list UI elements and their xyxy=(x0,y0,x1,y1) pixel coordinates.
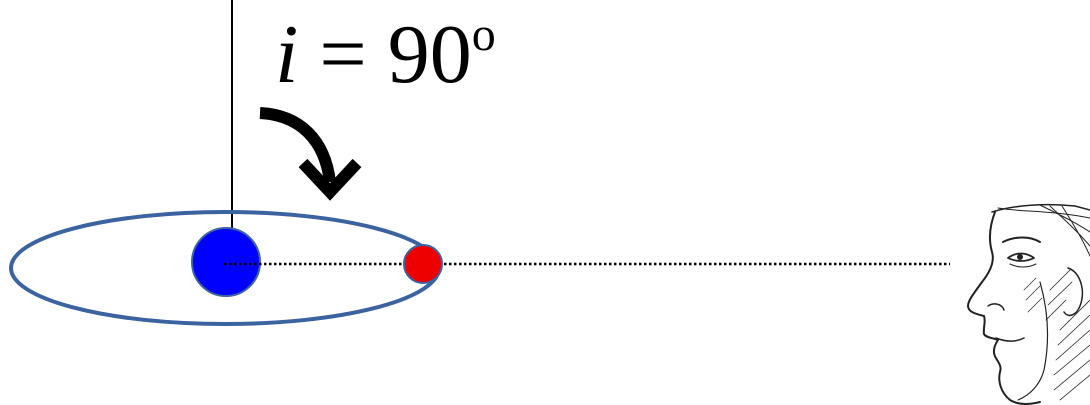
inclination-value: 90 xyxy=(388,8,472,101)
observer-face-icon xyxy=(968,205,1090,404)
inclination-equals: = xyxy=(298,8,387,101)
inclination-label: i = 90o xyxy=(275,8,496,101)
curved-arrow-icon xyxy=(260,113,357,192)
star xyxy=(192,228,260,296)
planet xyxy=(404,245,442,283)
degree-symbol: o xyxy=(472,8,496,61)
inclination-variable: i xyxy=(275,8,298,101)
